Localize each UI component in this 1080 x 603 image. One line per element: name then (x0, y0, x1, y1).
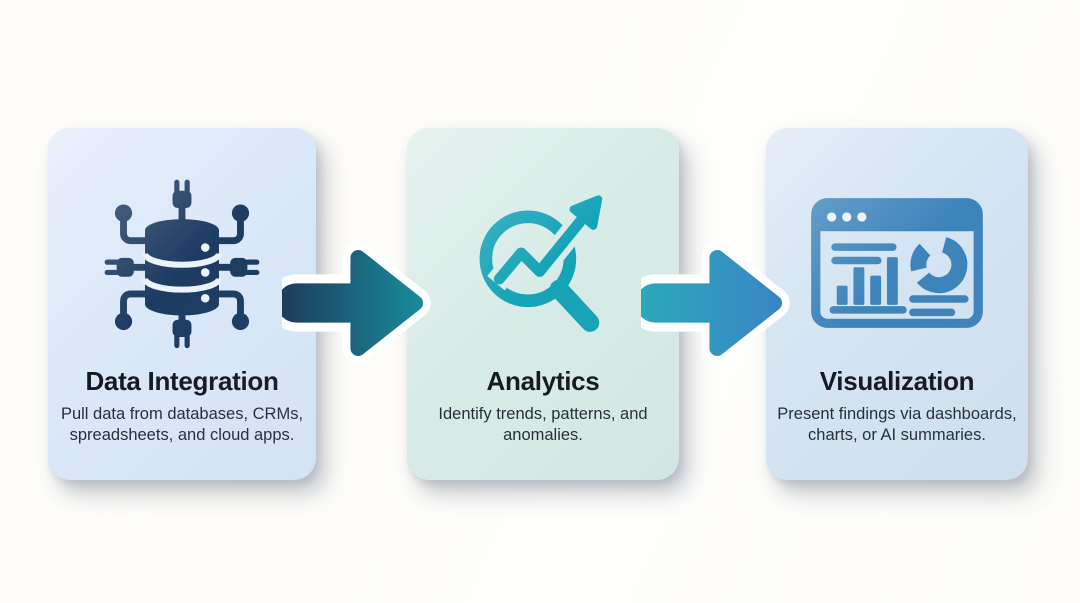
card-data-integration: Data Integration Pull data from database… (48, 128, 316, 480)
step-description: Present findings via dashboards, charts,… (777, 405, 1017, 444)
arrow-right-icon (282, 241, 432, 365)
step-description: Pull data from databases, CRMs, spreadsh… (60, 405, 304, 444)
card-visualization: Visualization Present findings via dashb… (766, 128, 1028, 480)
magnifier-trend-arrow-icon (459, 174, 627, 352)
step-title: Visualization (819, 366, 975, 396)
step-title: Data Integration (85, 366, 279, 396)
step-description: Identify trends, patterns, and anomalies… (438, 405, 648, 444)
step-title: Analytics (486, 366, 600, 396)
arrow-right-icon (641, 241, 791, 365)
dashboard-charts-icon (809, 174, 985, 352)
card-analytics: Analytics Identify trends, patterns, and… (407, 128, 679, 480)
database-connectors-icon (96, 174, 268, 352)
